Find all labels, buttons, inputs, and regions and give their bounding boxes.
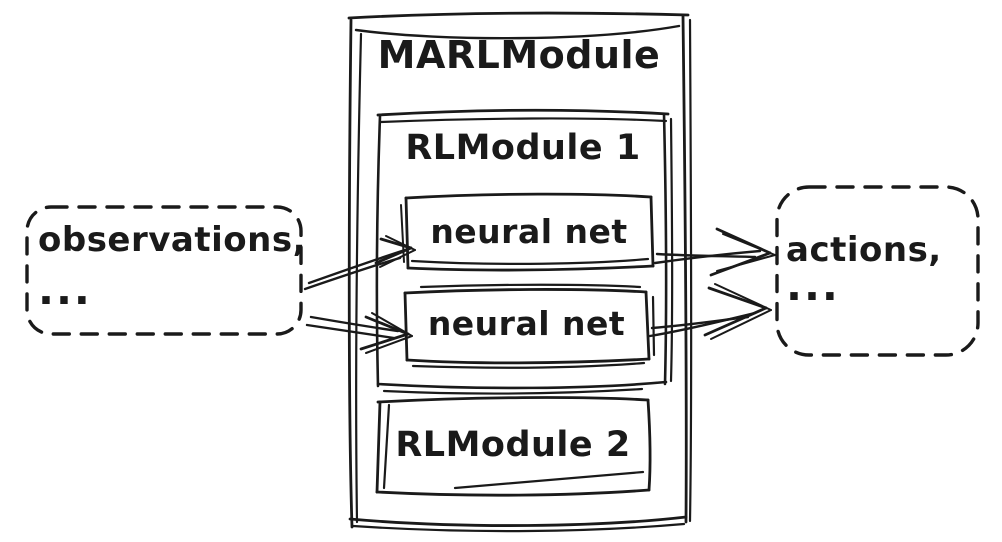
rl-module-2-box [375, 396, 652, 497]
actions-label: actions, [786, 230, 942, 270]
observations-ellipsis: ... [38, 265, 92, 314]
observations-box [25, 205, 303, 336]
neural-net-1-box [400, 192, 655, 272]
marl-module-box [347, 11, 693, 533]
neural-net-1-label: neural net [430, 212, 628, 251]
rl-module-1-box [375, 108, 674, 395]
neural-net-2-label: neural net [427, 304, 626, 343]
arrow-neural-net-1-to-actions [653, 227, 776, 277]
rl-module-1-title: RLModule 1 [405, 128, 641, 168]
neural-net-2-box [403, 283, 656, 369]
arrow-neural-net-2-to-actions [648, 283, 772, 340]
rl-module-2-title: RLModule 2 [395, 425, 631, 465]
actions-ellipsis: ... [786, 261, 840, 310]
observations-label: observations, [38, 220, 306, 260]
arrow-observations-to-neural-net-1 [303, 235, 416, 291]
marl-module-title: MARLModule [377, 33, 661, 77]
actions-box [775, 185, 980, 357]
arrow-observations-to-neural-net-2 [305, 312, 413, 354]
